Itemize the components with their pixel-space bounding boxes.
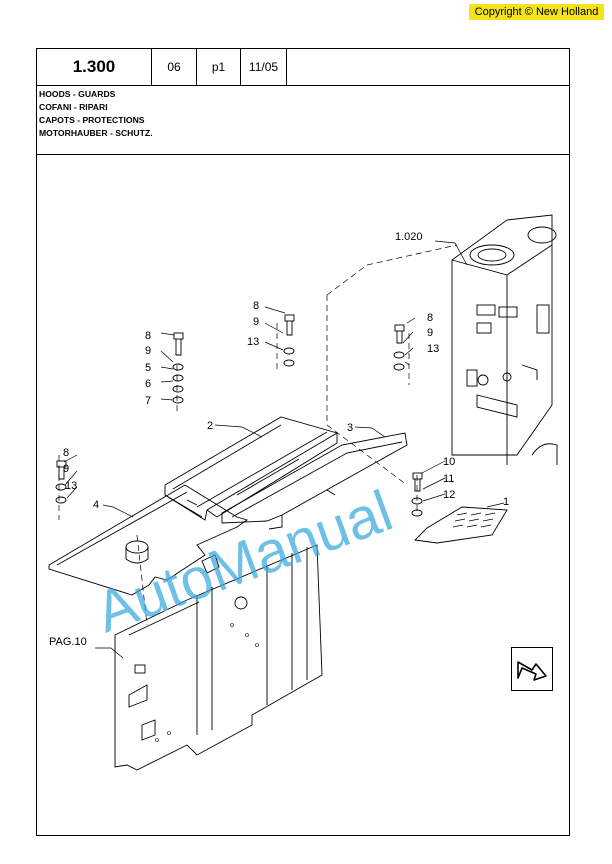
header-cell-page: p1 — [197, 49, 241, 86]
callout-part-1: 1 — [503, 496, 509, 508]
watermark-text: AutoManual — [88, 478, 401, 645]
title-french: CAPOTS - PROTECTIONS — [39, 115, 145, 125]
callout-8-left: 8 — [145, 330, 151, 342]
guard-part-2 — [164, 416, 339, 521]
callout-frame-ref: PAG.10 — [49, 636, 87, 648]
bolt-stack-left — [172, 332, 184, 404]
bolt-stack-far-left — [55, 460, 67, 504]
bolt-stack-right — [393, 324, 405, 371]
callout-part-2: 2 — [207, 420, 213, 432]
header-cell-date: 11/05 — [241, 49, 287, 86]
callout-9-left: 9 — [145, 345, 151, 357]
callout-13-center: 13 — [247, 336, 259, 348]
exploded-view-drawing: 1.020 PAG.10 1 2 3 4 8 9 5 6 7 8 9 13 8 … — [37, 155, 569, 835]
copyright-badge: Copyright © New Holland — [469, 4, 604, 20]
callout-part-4: 4 — [93, 499, 99, 511]
parts-sheet: 1.300 06 p1 11/05 HOODS - GUARDS COFANI … — [36, 48, 570, 836]
exploded-view-svg: 1.020 PAG.10 1 2 3 4 8 9 5 6 7 8 9 13 8 … — [48, 214, 558, 771]
section-titles: HOODS - GUARDS COFANI - RIPARI CAPOTS - … — [37, 85, 569, 155]
callout-13-right: 13 — [427, 343, 439, 355]
header-cell-group: 06 — [152, 49, 197, 86]
section-code: 1.300 — [37, 49, 152, 86]
callout-8-far-left: 8 — [63, 447, 69, 459]
callout-7: 7 — [145, 395, 151, 407]
callout-6: 6 — [145, 378, 151, 390]
callout-part-3: 3 — [347, 422, 353, 434]
guard-part-4 — [48, 484, 249, 596]
callout-9-far-left: 9 — [63, 463, 69, 475]
engine-block-part — [451, 214, 558, 465]
callout-9-center: 9 — [253, 316, 259, 328]
bolt-stack-step — [411, 472, 423, 517]
bolt-stack-center — [283, 314, 295, 367]
step-plate-part-1 — [414, 506, 508, 544]
title-italian: COFANI - RIPARI — [39, 102, 108, 112]
frame-structure-part — [114, 544, 323, 771]
callout-5: 5 — [145, 362, 151, 374]
callout-13-far-left: 13 — [65, 480, 77, 492]
callout-engine-ref: 1.020 — [395, 231, 423, 243]
callout-11: 11 — [443, 473, 454, 485]
title-german: MOTORHAUBER - SCHUTZ. — [39, 128, 153, 138]
title-english: HOODS - GUARDS — [39, 89, 116, 99]
callout-10: 10 — [443, 456, 455, 468]
next-page-button[interactable] — [511, 647, 553, 691]
callout-12: 12 — [443, 489, 455, 501]
callout-9-right: 9 — [427, 327, 433, 339]
header-row: 1.300 06 p1 11/05 — [37, 49, 287, 86]
callout-leader-lines — [63, 240, 505, 659]
guard-part-3 — [221, 432, 408, 530]
callout-8-center: 8 — [253, 300, 259, 312]
callout-8-right: 8 — [427, 312, 433, 324]
next-page-arrow-icon — [517, 661, 547, 681]
assembly-guide-lines — [58, 244, 458, 626]
